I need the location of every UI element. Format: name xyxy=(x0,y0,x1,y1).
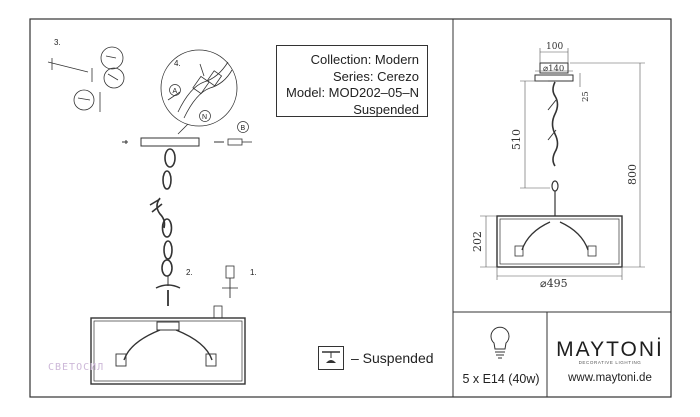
screw-b-icon xyxy=(227,138,243,146)
screw-left-icon xyxy=(122,140,128,144)
step-1-label: 1. xyxy=(250,268,257,277)
dimension-lines xyxy=(480,48,645,280)
step-3-diagram xyxy=(47,46,125,112)
dim-body-diameter: ⌀495 xyxy=(540,277,568,290)
type-label: Suspended xyxy=(353,101,419,117)
step-4-label: 4. xyxy=(174,59,181,68)
elevation-view xyxy=(496,62,623,268)
brand-name: MAYTONİ xyxy=(556,338,664,361)
chain-hook xyxy=(155,284,181,289)
dim-total-height: 800 xyxy=(626,164,639,185)
series-label: Series: Cerezo xyxy=(333,68,419,84)
callout-n-label: N xyxy=(202,114,207,121)
sheet-frame xyxy=(29,18,672,398)
dim-body-height: 202 xyxy=(471,231,484,252)
callout-a-circle xyxy=(169,84,181,96)
bolt-icon xyxy=(225,265,235,279)
dim-chain-length: 510 xyxy=(510,129,523,150)
collection-label: Collection: Modern xyxy=(310,52,419,67)
ceiling-mount-icon xyxy=(318,346,344,370)
callout-b-circle xyxy=(237,121,249,133)
suspension-chain xyxy=(149,148,176,277)
callout-b-label: B xyxy=(241,125,246,132)
callout-n-circle xyxy=(199,110,211,122)
watermark: СВЕТОСИЛ xyxy=(48,362,105,373)
step-4-detail xyxy=(160,49,238,135)
website-link[interactable]: www.maytoni.de xyxy=(568,372,652,384)
brand-tagline: DECORATIVE LIGHTING xyxy=(578,360,642,365)
dim-canopy-diameter: ⌀140 xyxy=(543,64,564,74)
callout-a-label: A xyxy=(173,88,178,95)
lamp-spec: 5 x E14 (40w) xyxy=(462,372,540,386)
product-info-box: Collection: Modern Series: Cerezo Model:… xyxy=(276,45,428,117)
bulb-icon xyxy=(490,326,510,359)
legend-text: – Suspended xyxy=(351,350,434,366)
brand-logo: MAYTONİ DECORATIVE LIGHTING xyxy=(549,338,671,365)
model-label: Model: MOD202–05–N xyxy=(286,85,419,100)
step-2-label: 2. xyxy=(186,268,193,277)
step-3-label: 3. xyxy=(54,38,61,47)
dim-canopy-width: 100 xyxy=(546,42,563,52)
canopy-plate xyxy=(140,137,200,147)
dim-canopy-height: 25 xyxy=(581,91,591,102)
lamp-body-front xyxy=(90,305,246,385)
